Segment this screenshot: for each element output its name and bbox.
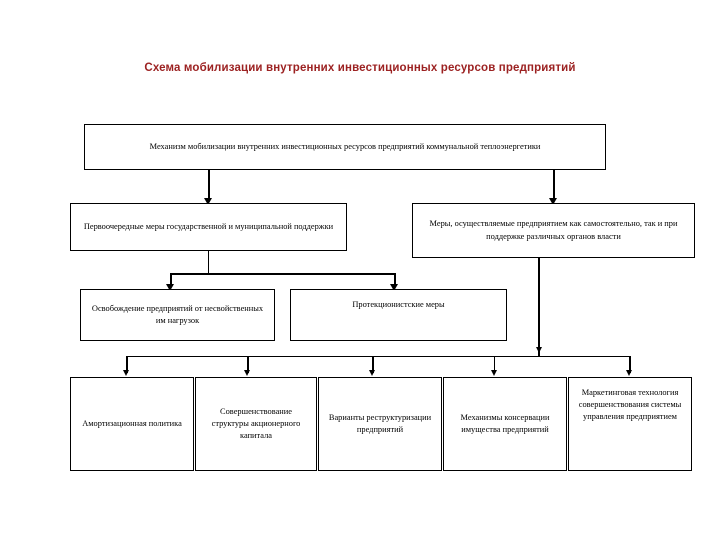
node-marketing-tech: Маркетинговая технология совершенствован… [568, 377, 692, 471]
arrowhead-bus-to-conservation [491, 370, 497, 376]
connector-enterprise-measures-feeder [538, 258, 540, 357]
node-restructuring: Варианты реструктуризации предприятий [318, 377, 442, 471]
node-depreciation-policy: Амортизационная политика [70, 377, 194, 471]
node-state-support: Первоочередные меры государственной и му… [70, 203, 347, 251]
connector-state-support-to-protectionist [394, 273, 396, 287]
node-root: Механизм мобилизации внутренних инвестиц… [84, 124, 606, 170]
connector-bus-to-marketing-tech [629, 356, 631, 373]
connector-state-support-to-release-burden [170, 273, 172, 287]
arrowhead-root-to-state-support [204, 198, 212, 205]
node-enterprise-measures: Меры, осуществляемые предприятием как са… [412, 203, 695, 258]
arrowhead-state-support-to-release-burden [166, 284, 174, 291]
node-share-capital: Совершенствование структуры акционерного… [195, 377, 317, 471]
connector-state-support-stub [208, 251, 209, 274]
node-conservation: Механизмы консервации имущества предприя… [443, 377, 567, 471]
connector-bus-to-restructuring [372, 356, 374, 373]
node-release-burden: Освобождение предприятий от несвойственн… [80, 289, 275, 341]
connector-bus-to-share-capital [247, 356, 249, 373]
connector-bus-to-conservation [494, 356, 495, 373]
arrowhead-bus-to-share-capital [244, 370, 250, 376]
page-title: Схема мобилизации внутренних инвестицион… [144, 62, 576, 74]
arrowhead-enterprise-measures-feeder [536, 347, 542, 353]
arrowhead-bus-to-restructuring [369, 370, 375, 376]
node-protectionist: Протекционистские меры [290, 289, 507, 341]
arrowhead-bus-to-depreciation-policy [123, 370, 129, 376]
arrowhead-bus-to-marketing-tech [626, 370, 632, 376]
arrowhead-state-support-to-protectionist [390, 284, 398, 291]
connector-root-to-state-support [208, 170, 210, 201]
arrowhead-root-to-enterprise-measures [549, 198, 557, 205]
connector-state-support-bus [170, 273, 396, 275]
connector-root-to-enterprise-measures [553, 170, 555, 201]
connector-level4-bus [126, 356, 630, 357]
connector-bus-to-depreciation-policy [126, 356, 128, 373]
